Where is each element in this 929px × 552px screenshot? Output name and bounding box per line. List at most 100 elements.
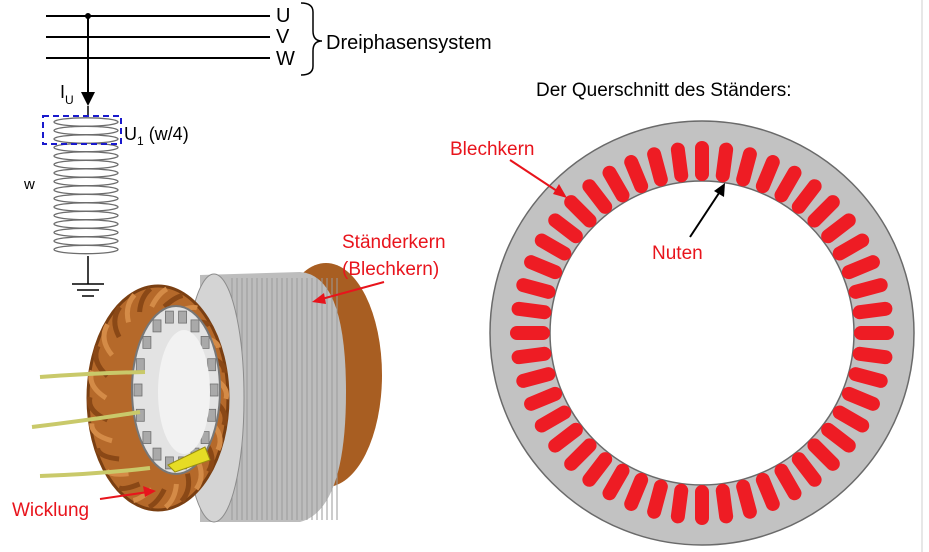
bore-tooth [135, 358, 145, 372]
coil-turn [53, 134, 119, 144]
stator-slot [791, 452, 822, 487]
coil-turn [53, 125, 119, 136]
stator-slot [736, 479, 757, 519]
bore-teeth [133, 310, 219, 470]
svg-text:U1 (w/4): U1 (w/4) [124, 124, 189, 148]
bore-tooth [142, 335, 152, 349]
stator-slot [807, 438, 840, 471]
turns-label: w [23, 176, 35, 193]
stator-slot [841, 386, 880, 411]
stator-slot [821, 213, 856, 244]
coil-turn [53, 151, 119, 161]
stator-slot [548, 422, 583, 453]
stator-slot [736, 147, 757, 187]
bore-tooth [207, 358, 217, 372]
stator-slot [854, 326, 894, 340]
coil-circuit: IU U1 (w/4) w [23, 16, 189, 297]
stator-slot [534, 233, 572, 261]
lead-wires [31, 370, 211, 478]
coil-winding [53, 117, 119, 255]
stator-slot [511, 346, 552, 365]
phase-label-w: W [276, 48, 295, 70]
copper-strand [124, 293, 137, 323]
stator-core-label-line1: Ständerkern [342, 232, 446, 253]
copper-strand [118, 481, 141, 492]
bore-tooth [200, 335, 210, 349]
ground-icon [72, 283, 104, 297]
phase-label-u: U [276, 5, 290, 27]
stator-slot [841, 255, 880, 280]
bore-tooth [178, 310, 188, 324]
winding-label: Wicklung [12, 500, 89, 521]
stator-slot [852, 301, 893, 320]
current-label: I [60, 82, 65, 102]
coil-turn [53, 168, 119, 178]
stator-slot [670, 483, 689, 524]
coil-turn [53, 227, 119, 238]
bore-tooth [190, 319, 200, 333]
stator-slot [821, 422, 856, 453]
coil-turn [53, 159, 119, 170]
coil-turn [53, 219, 119, 229]
stator-slot [715, 142, 734, 183]
current-arrow [81, 92, 95, 106]
coil-turn [53, 236, 119, 246]
stator-slot [755, 155, 780, 194]
svg-text:IU: IU [60, 82, 74, 107]
coil-turn [53, 176, 119, 187]
copper-strand [137, 286, 153, 313]
stator-slot [848, 278, 888, 299]
stator-bore-hole [549, 180, 855, 486]
three-phase-lines: U V W Dreiphasensystem [46, 2, 492, 76]
coil-turn [53, 210, 119, 221]
phase-brace [300, 2, 323, 76]
copper-strand [179, 473, 192, 503]
copper-strand [95, 447, 120, 462]
stator-slot [582, 452, 613, 487]
bore-tooth [209, 383, 219, 397]
current-subscript: U [65, 93, 74, 107]
copper-strand [163, 483, 179, 510]
coil-section-subscript: 1 [137, 134, 144, 148]
stator-slot [695, 485, 709, 525]
copper-strand [162, 293, 184, 309]
stator-slot [582, 179, 613, 214]
coil-section-fraction: (w/4) [144, 124, 189, 144]
bore-tooth [207, 408, 217, 422]
stator-slot [791, 179, 822, 214]
stator-slots [510, 141, 894, 525]
stator-slot [602, 463, 630, 501]
stator-slot [695, 141, 709, 181]
coil-section-label: U [124, 124, 137, 144]
stator-slot [848, 367, 888, 388]
bore-tooth [152, 447, 162, 461]
copper-strand [101, 323, 114, 357]
coil-turn [53, 185, 119, 195]
coil-turn [53, 244, 119, 255]
stator-slot [774, 165, 802, 203]
coil-turn [53, 193, 119, 204]
stator-core-pointer [317, 281, 385, 301]
stator-slot [755, 472, 780, 511]
stator-slot [516, 367, 556, 388]
copper-strand [89, 423, 113, 444]
phase-label-v: V [276, 26, 290, 48]
stator-slot [534, 405, 572, 433]
stator-slot [624, 155, 649, 194]
stator-slot [807, 195, 840, 228]
bore-tooth [142, 431, 152, 445]
lamination-label: Blechkern [450, 139, 535, 160]
coil-turn [53, 202, 119, 212]
lamination-pointer [509, 159, 561, 194]
stator-slot [516, 278, 556, 299]
stator-slot [548, 213, 583, 244]
bore-tooth [152, 319, 162, 333]
stator-illustration: Ständerkern (Blechkern) Wicklung [12, 232, 446, 523]
stator-slot [774, 463, 802, 501]
copper-strand [147, 488, 167, 510]
stator-slot [715, 483, 734, 524]
stator-slot [647, 479, 668, 519]
stator-slot [511, 301, 552, 320]
